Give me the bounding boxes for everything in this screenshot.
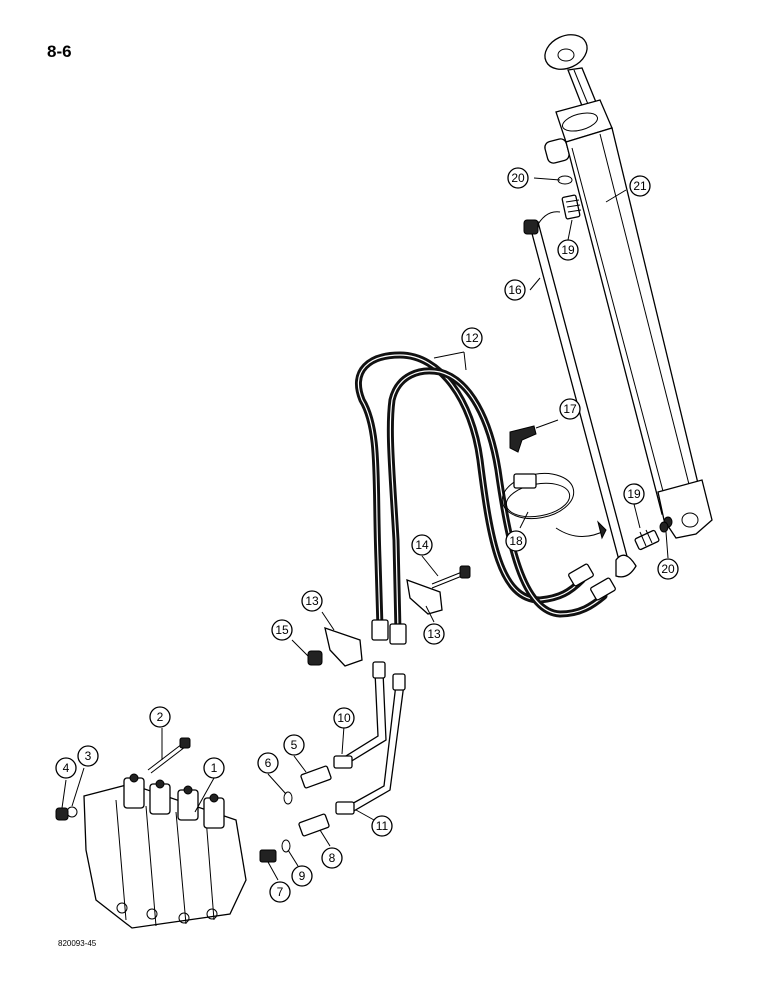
callout-16: 16 <box>504 279 526 301</box>
hose-clamps <box>324 579 443 667</box>
svg-text:5: 5 <box>291 738 298 752</box>
arrow <box>555 527 607 537</box>
svg-text:9: 9 <box>299 869 306 883</box>
bolt-14 <box>431 565 471 589</box>
svg-text:8: 8 <box>329 851 336 865</box>
svg-text:3: 3 <box>85 749 92 763</box>
callout-11: 11 <box>371 815 393 837</box>
svg-text:4: 4 <box>63 761 70 775</box>
callout-15: 15 <box>271 619 293 641</box>
adapters <box>259 765 332 863</box>
callout-20b: 20 <box>657 558 679 580</box>
callout-19a: 19 <box>557 239 579 261</box>
callout-1: 1 <box>203 757 225 779</box>
svg-text:16: 16 <box>508 283 522 297</box>
callout-20a: 20 <box>507 167 529 189</box>
svg-text:11: 11 <box>376 819 389 833</box>
hydraulic-cylinder <box>544 34 713 539</box>
svg-text:20: 20 <box>661 562 675 576</box>
callout-14: 14 <box>411 534 433 556</box>
tubes <box>333 661 406 815</box>
callout-12: 12 <box>461 327 483 349</box>
svg-text:10: 10 <box>337 711 351 725</box>
leader-lines <box>61 177 669 881</box>
callout-21: 21 <box>629 175 651 197</box>
arrow-head <box>597 520 607 540</box>
svg-text:20: 20 <box>511 171 525 185</box>
svg-text:18: 18 <box>509 534 523 548</box>
svg-text:21: 21 <box>633 179 647 193</box>
svg-text:6: 6 <box>265 756 272 770</box>
callout-13a: 13 <box>301 590 323 612</box>
fitting-bottom <box>634 521 669 551</box>
svg-text:2: 2 <box>157 710 164 724</box>
svg-text:19: 19 <box>627 487 641 501</box>
callout-7: 7 <box>269 881 291 903</box>
svg-text:14: 14 <box>415 538 429 552</box>
callout-13b: 13 <box>423 623 445 645</box>
callout-4: 4 <box>55 757 77 779</box>
band-clamp-18 <box>501 472 575 520</box>
svg-text:13: 13 <box>427 627 441 641</box>
svg-text:1: 1 <box>211 761 218 775</box>
callout-8: 8 <box>321 847 343 869</box>
svg-text:17: 17 <box>563 402 577 416</box>
steel-tube <box>523 211 637 578</box>
bolt-2 <box>147 737 191 774</box>
svg-text:13: 13 <box>305 594 319 608</box>
control-valve <box>83 773 247 929</box>
callout-17: 17 <box>559 398 581 420</box>
callout-18: 18 <box>505 530 527 552</box>
callout-9: 9 <box>291 865 313 887</box>
svg-text:12: 12 <box>465 331 479 345</box>
callout-2: 2 <box>149 706 171 728</box>
callout-3: 3 <box>77 745 99 767</box>
svg-text:15: 15 <box>275 623 289 637</box>
svg-text:19: 19 <box>561 243 575 257</box>
clamp-17 <box>509 425 537 453</box>
drawing-code: 820093-45 <box>58 939 97 948</box>
svg-text:7: 7 <box>277 885 284 899</box>
page-number: 8-6 <box>47 42 72 61</box>
hoses <box>354 351 616 645</box>
nut-15 <box>307 650 323 666</box>
callout-6: 6 <box>257 752 279 774</box>
callout-5: 5 <box>283 734 305 756</box>
nut-4 <box>55 807 69 821</box>
callout-19b: 19 <box>623 483 645 505</box>
callout-10: 10 <box>333 707 355 729</box>
